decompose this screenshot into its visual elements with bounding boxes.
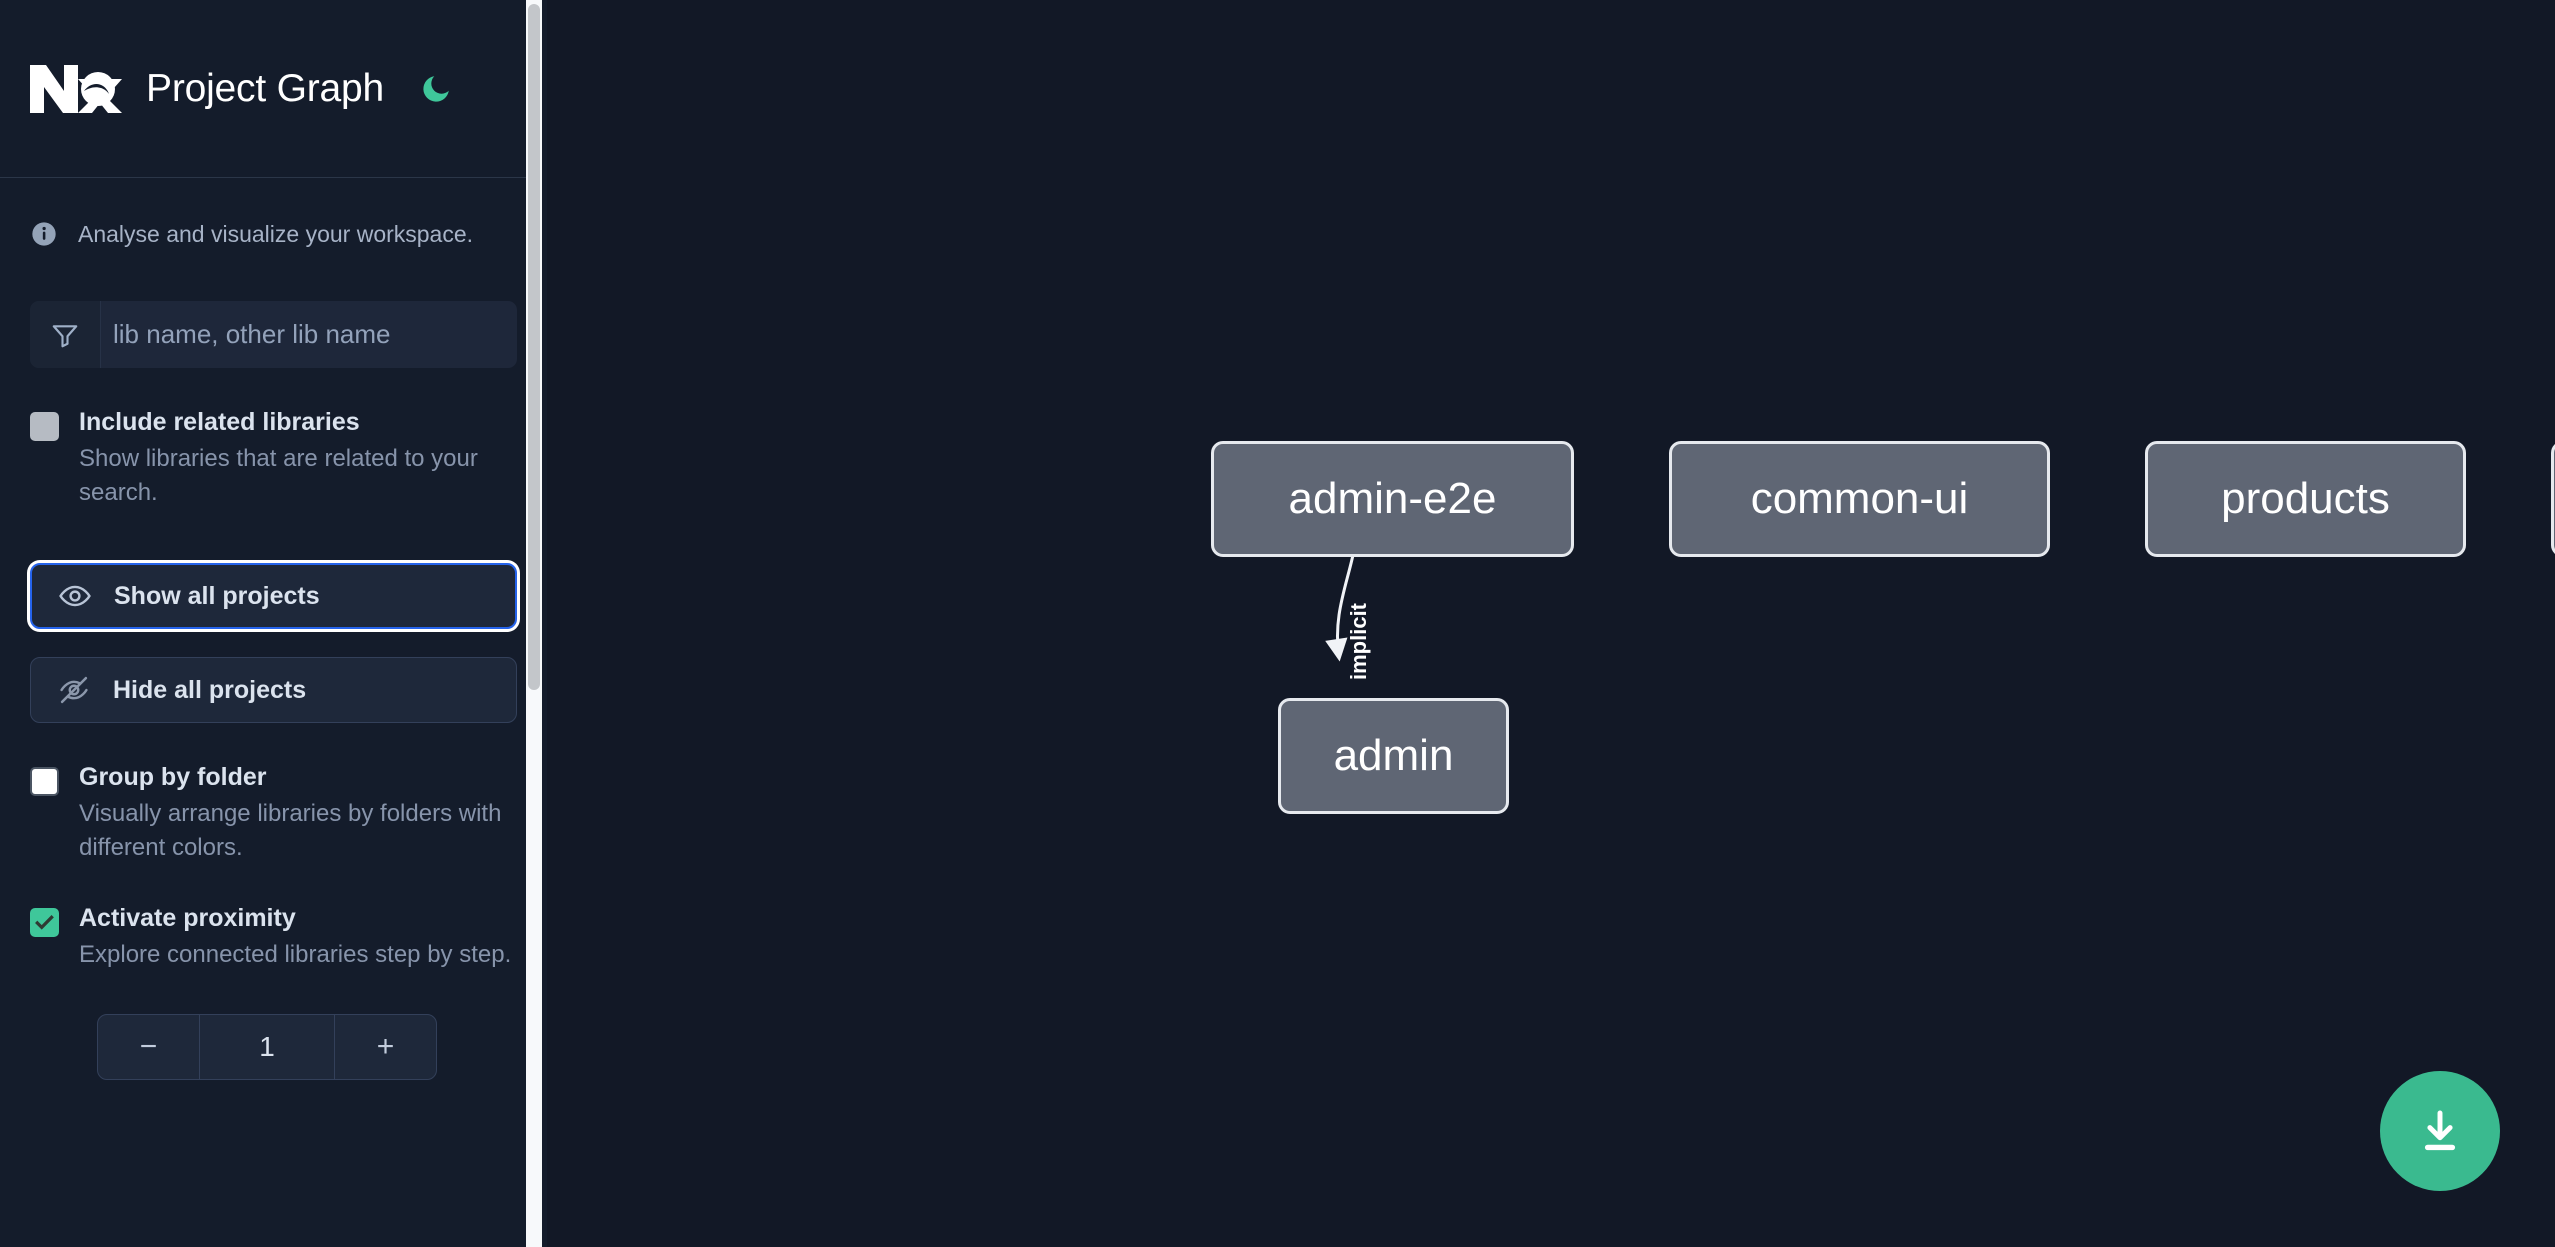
option-include-related-libraries[interactable]: Include related libraries Show libraries… [30,406,517,511]
graph-node-admin-e2e[interactable]: admin-e2e [1211,441,1574,557]
show-all-projects-label: Show all projects [114,581,320,610]
workspace-info-text: Analyse and visualize your workspace. [78,220,474,247]
activate-proximity-checkbox[interactable] [30,908,59,938]
option-activate-proximity[interactable]: Activate proximity Explore connected lib… [30,902,517,972]
workspace-info: Analyse and visualize your workspace. [0,178,547,258]
sidebar-scrollbar-thumb[interactable] [528,4,540,690]
edge-label-implicit-admin: implicit [1346,602,1371,680]
option-label: Group by folder [79,763,267,792]
graph-node-common-ui[interactable]: common-ui [1669,441,2050,557]
hide-all-projects-label: Hide all projects [113,675,307,704]
proximity-decrement-button[interactable]: − [139,1030,158,1064]
option-group-by-folder[interactable]: Group by folder Visually arrange librari… [30,761,517,866]
graph-edges [1325,554,1355,662]
moon-icon[interactable] [416,69,456,109]
proximity-stepper[interactable]: − 1 + [97,1014,437,1081]
option-description: Explore connected libraries step by step… [79,940,512,968]
sidebar-scrollbar[interactable] [526,0,542,1247]
proximity-value: 1 [199,1015,335,1080]
include-related-libraries-checkbox[interactable] [30,412,59,441]
download-button[interactable] [2380,1071,2500,1191]
hide-all-projects-button[interactable]: Hide all projects [30,657,517,724]
nx-logo-icon [26,57,122,121]
sidebar-body: Include related libraries Show libraries… [0,301,547,1081]
sidebar-header: Project Graph [0,0,547,178]
search-input[interactable] [101,301,517,368]
proximity-increment-button[interactable]: + [376,1030,395,1064]
search-field[interactable] [30,301,517,368]
graph-node-products[interactable]: products [2145,441,2466,557]
option-label: Activate proximity [79,904,296,933]
option-description: Visually arrange libraries by folders wi… [79,799,502,862]
filter-funnel-icon [30,301,101,368]
option-label: Include related libraries [79,408,360,436]
eye-icon [58,579,92,613]
sidebar: Project Graph Analyse and visualize your… [0,0,547,1247]
graph-node-admin[interactable]: admin [1278,698,1509,814]
page-title: Project Graph [146,66,385,110]
sidebar-edge [542,0,547,1247]
group-by-folder-checkbox[interactable] [30,767,59,797]
info-circle-icon [30,220,58,248]
graph-canvas[interactable]: implicit implicit admin-e2e common-ui pr… [547,0,2555,1247]
show-all-projects-button[interactable]: Show all projects [30,563,517,630]
download-icon [2424,1110,2456,1151]
graph-node-store-e2e[interactable]: store-e2e [2551,441,2555,557]
option-description: Show libraries that are related to your … [79,444,478,507]
eye-slash-icon [57,673,91,707]
